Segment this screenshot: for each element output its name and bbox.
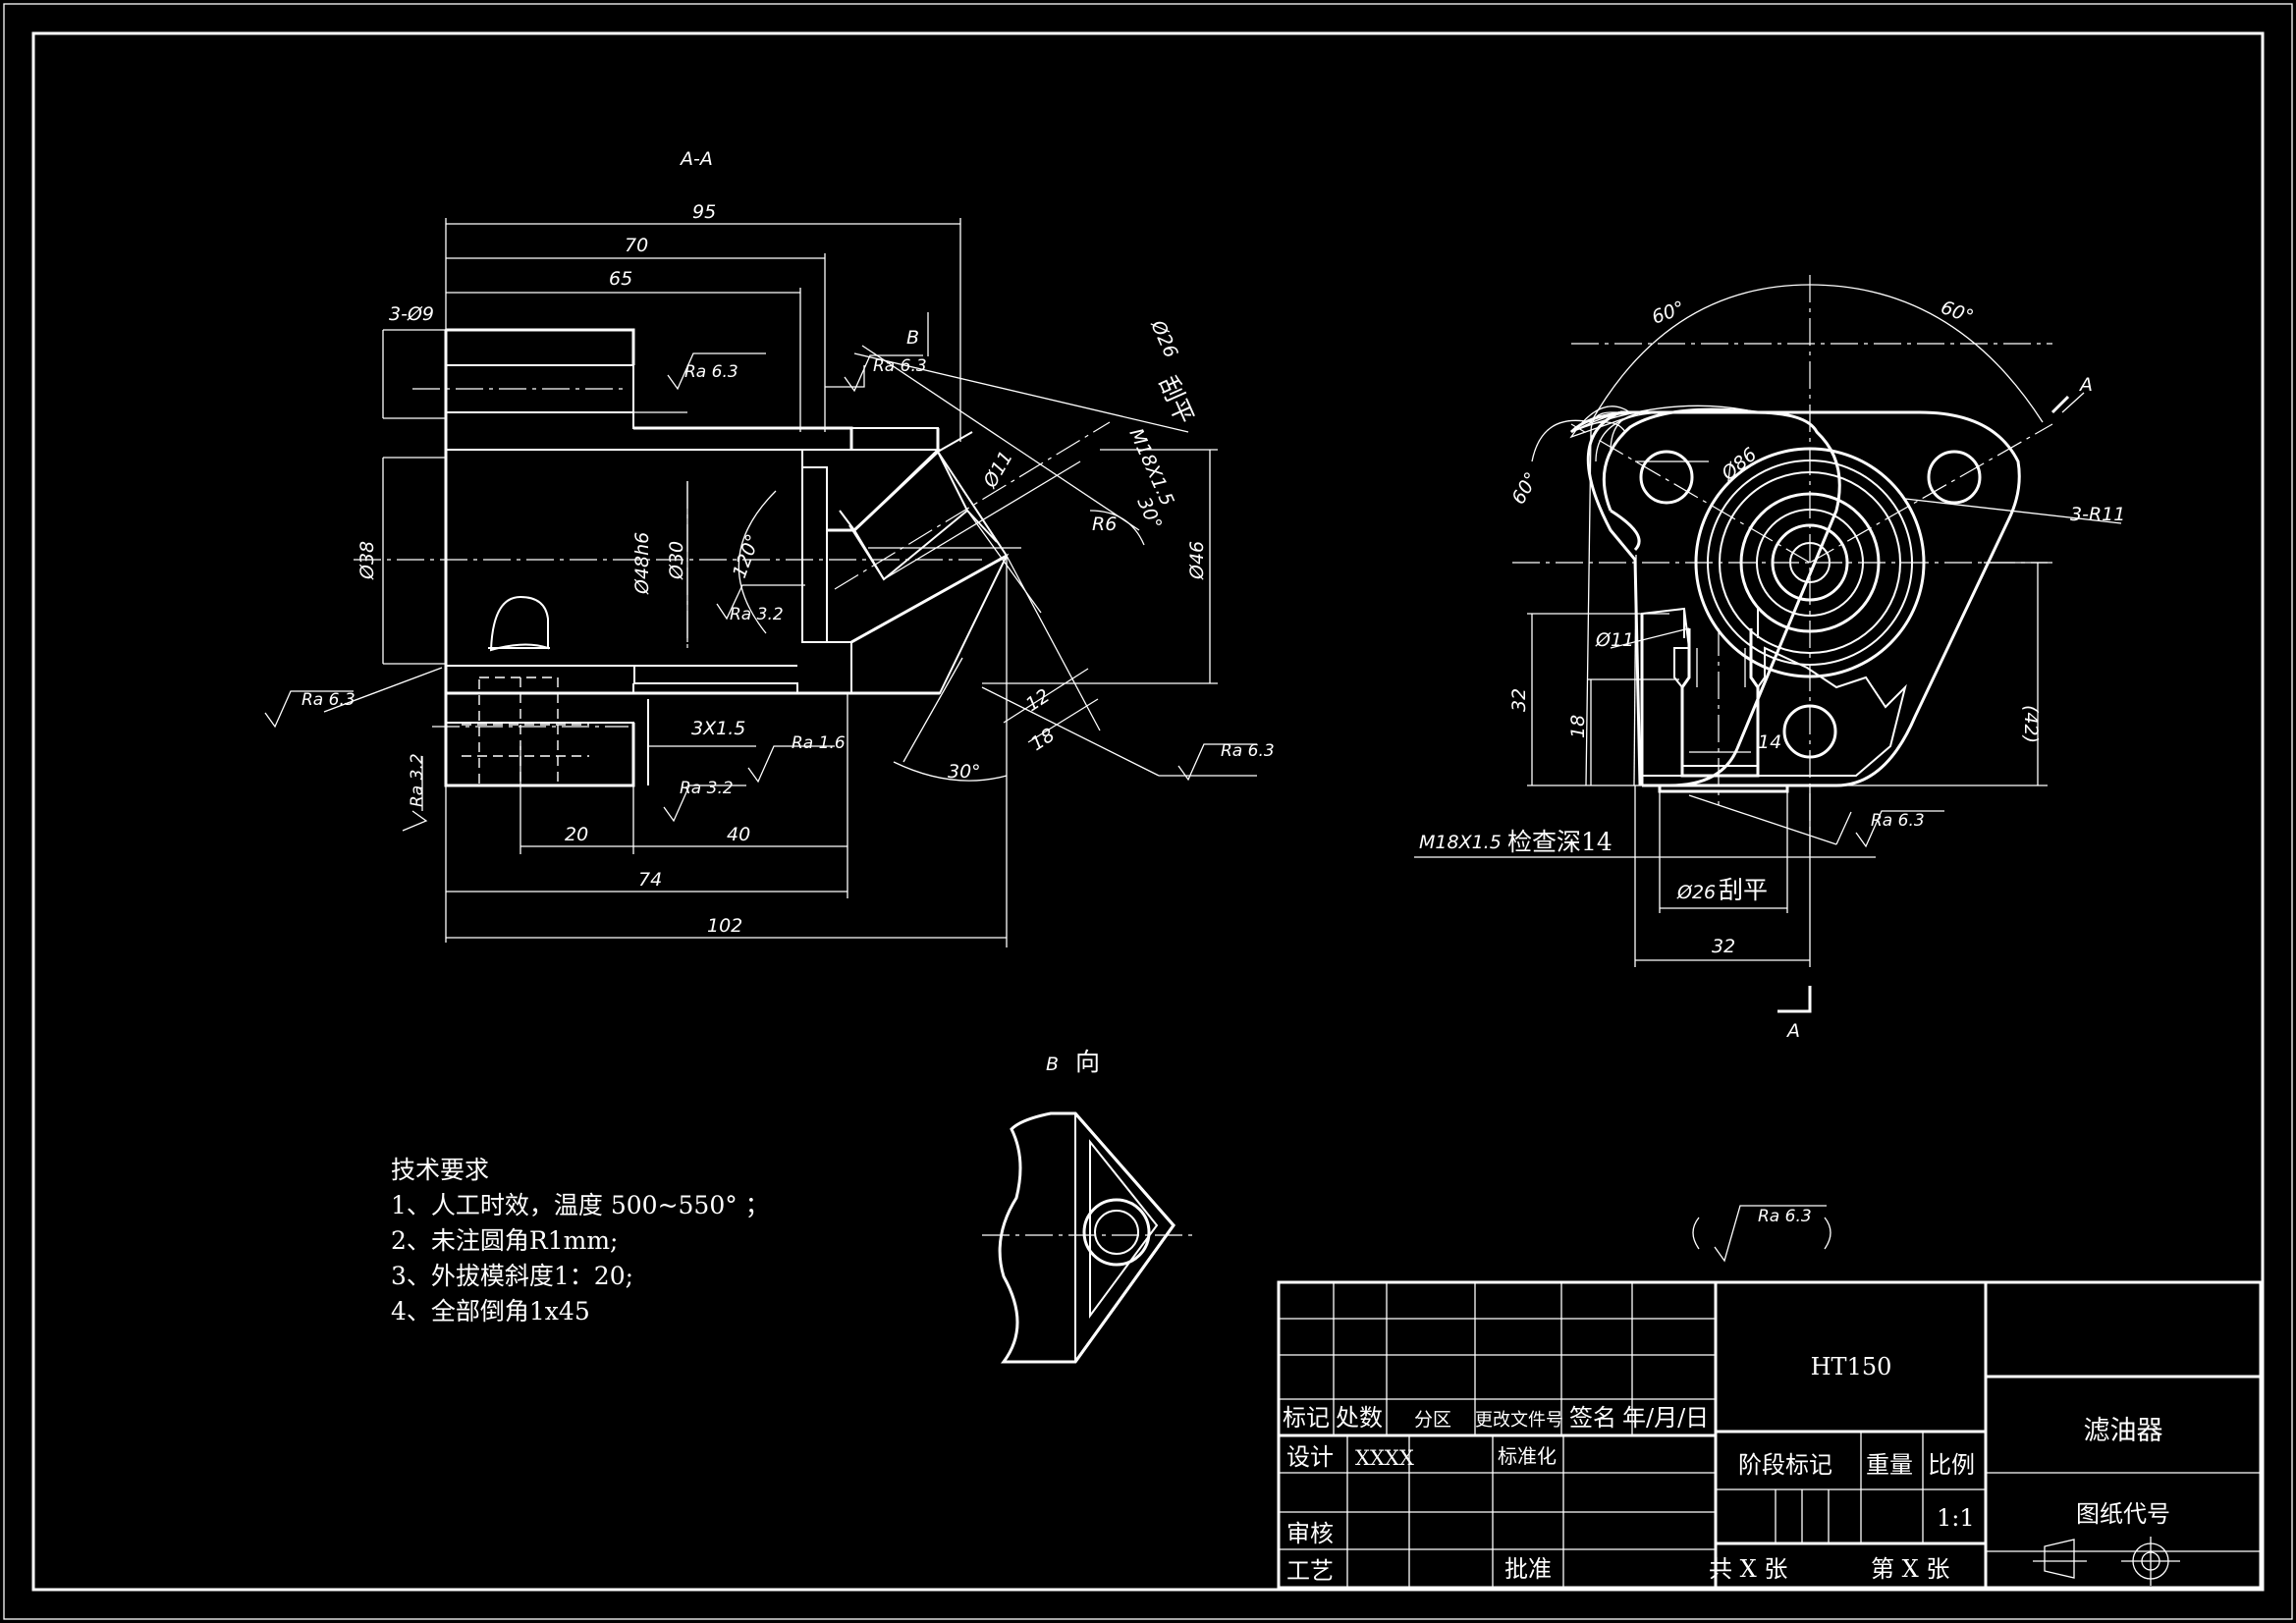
ra-label: Ra 6.3 xyxy=(301,690,355,710)
sheet-number: 第 X 张 xyxy=(1871,1555,1949,1583)
ra-label: Ra 6.3 xyxy=(873,356,927,376)
dim-d11: Ø11 xyxy=(979,448,1017,493)
process-label: 工艺 xyxy=(1286,1557,1334,1585)
tech-item: 4、全部倒角1x45 xyxy=(391,1297,590,1325)
dim-65: 65 xyxy=(609,268,632,290)
rev-header: 年/月/日 xyxy=(1622,1404,1709,1432)
arrow-b-label: B xyxy=(906,327,919,349)
rev-header: 处数 xyxy=(1336,1404,1383,1432)
dim-70: 70 xyxy=(625,235,648,256)
dim-d38: Ø38 xyxy=(356,541,378,580)
ra-general-label: Ra 6.3 xyxy=(1758,1207,1812,1226)
thread-note-a: M18X1.5 xyxy=(1419,832,1502,853)
front-view xyxy=(1414,275,2122,1013)
tech-item: 1、人工时效，温度 500~550° ； xyxy=(391,1191,770,1219)
tech-item: 2、未注圆角R1mm; xyxy=(391,1226,618,1255)
ra-label: Ra 6.3 xyxy=(1221,741,1275,761)
tech-item: 3、外拔模斜度1：20; xyxy=(391,1262,633,1290)
dim-d46: Ø46 xyxy=(1186,541,1208,580)
ra-label: Ra 3.2 xyxy=(408,753,427,807)
dim-d11-right: Ø11 xyxy=(1595,629,1634,651)
standardization-label: 标准化 xyxy=(1498,1444,1557,1468)
material-label: HT150 xyxy=(1811,1353,1892,1380)
dim-95: 95 xyxy=(692,201,716,223)
section-view-a-a xyxy=(354,328,1111,787)
review-label: 审核 xyxy=(1286,1520,1334,1547)
dim-a60-left: 60° xyxy=(1649,298,1687,329)
title-block xyxy=(1277,1280,2263,1590)
rev-header: 签名 xyxy=(1569,1404,1616,1432)
dim-d42: (42) xyxy=(2020,705,2042,743)
drawing-number-label: 图纸代号 xyxy=(2076,1500,2170,1528)
dim-32-horizontal: 32 xyxy=(1712,936,1735,957)
dim-d48: Ø48h6 xyxy=(631,532,653,595)
section-label: A-A xyxy=(679,148,713,170)
total-sheets: 共 X 张 xyxy=(1709,1555,1787,1583)
dim-a120: 120° xyxy=(729,531,764,581)
dim-r6: R6 xyxy=(1092,514,1117,535)
scale-label: 比例 xyxy=(1928,1451,1975,1479)
thread-note-b: 检查深14 xyxy=(1507,828,1613,856)
weight-label: 重量 xyxy=(1866,1451,1913,1479)
ra-label: Ra 3.2 xyxy=(680,779,734,798)
arrow-a-top-label: A xyxy=(2078,374,2093,396)
ra-label: Ra 1.6 xyxy=(792,733,846,753)
dim-d26-right-note: 刮平 xyxy=(1719,876,1768,904)
outer-frame xyxy=(3,3,2293,1620)
dim-18-vertical: 18 xyxy=(1567,715,1589,738)
dim-20: 20 xyxy=(565,824,588,845)
rev-header: 更改文件号 xyxy=(1475,1410,1563,1431)
dim-holes: 3-Ø9 xyxy=(389,303,434,325)
dim-32-vertical: 32 xyxy=(1508,688,1530,712)
tech-title: 技术要求 xyxy=(391,1156,489,1184)
dim-d30: Ø30 xyxy=(666,541,687,580)
ra-label: Ra 3.2 xyxy=(730,605,784,624)
dim-a60-side: 60° xyxy=(1507,468,1543,508)
rev-header: 分区 xyxy=(1414,1409,1451,1431)
dim-d26: Ø26 xyxy=(1146,316,1181,361)
roughness-symbols xyxy=(264,352,1944,1263)
left-dimension-lines xyxy=(323,218,1257,947)
dim-74: 74 xyxy=(638,869,662,891)
arrow-a-bottom-label: A xyxy=(1785,1020,1800,1042)
dim-40: 40 xyxy=(727,824,750,845)
dim-a30-bottom: 30° xyxy=(948,761,981,783)
b-view-letter: B xyxy=(1046,1054,1059,1075)
dim-a60-right: 60° xyxy=(1938,297,1976,328)
dim-r11: 3-R11 xyxy=(2070,504,2125,525)
b-view-word: 向 xyxy=(1075,1048,1100,1076)
inner-frame xyxy=(31,31,2265,1592)
ra-label: Ra 6.3 xyxy=(684,362,738,382)
dim-d26-right: Ø26 xyxy=(1676,882,1716,903)
b-view xyxy=(982,1111,1198,1364)
rev-header: 标记 xyxy=(1283,1404,1330,1432)
scale-value: 1:1 xyxy=(1937,1504,1975,1532)
part-name: 滤油器 xyxy=(2084,1416,2163,1446)
design-label: 设计 xyxy=(1286,1443,1334,1471)
designer-name: XXXX xyxy=(1355,1446,1414,1470)
dim-chamfer: 3X1.5 xyxy=(691,718,745,739)
ra-label: Ra 6.3 xyxy=(1871,811,1925,831)
dim-12: 12 xyxy=(1022,685,1054,717)
dim-14: 14 xyxy=(1758,731,1781,753)
stage-mark-label: 阶段标记 xyxy=(1738,1451,1832,1479)
dim-18: 18 xyxy=(1027,725,1059,756)
dim-102: 102 xyxy=(707,915,742,937)
dim-d26-note: 刮平 xyxy=(1154,372,1200,428)
approve-label: 批准 xyxy=(1504,1555,1552,1583)
dim-d86: Ø86 xyxy=(1717,444,1761,486)
